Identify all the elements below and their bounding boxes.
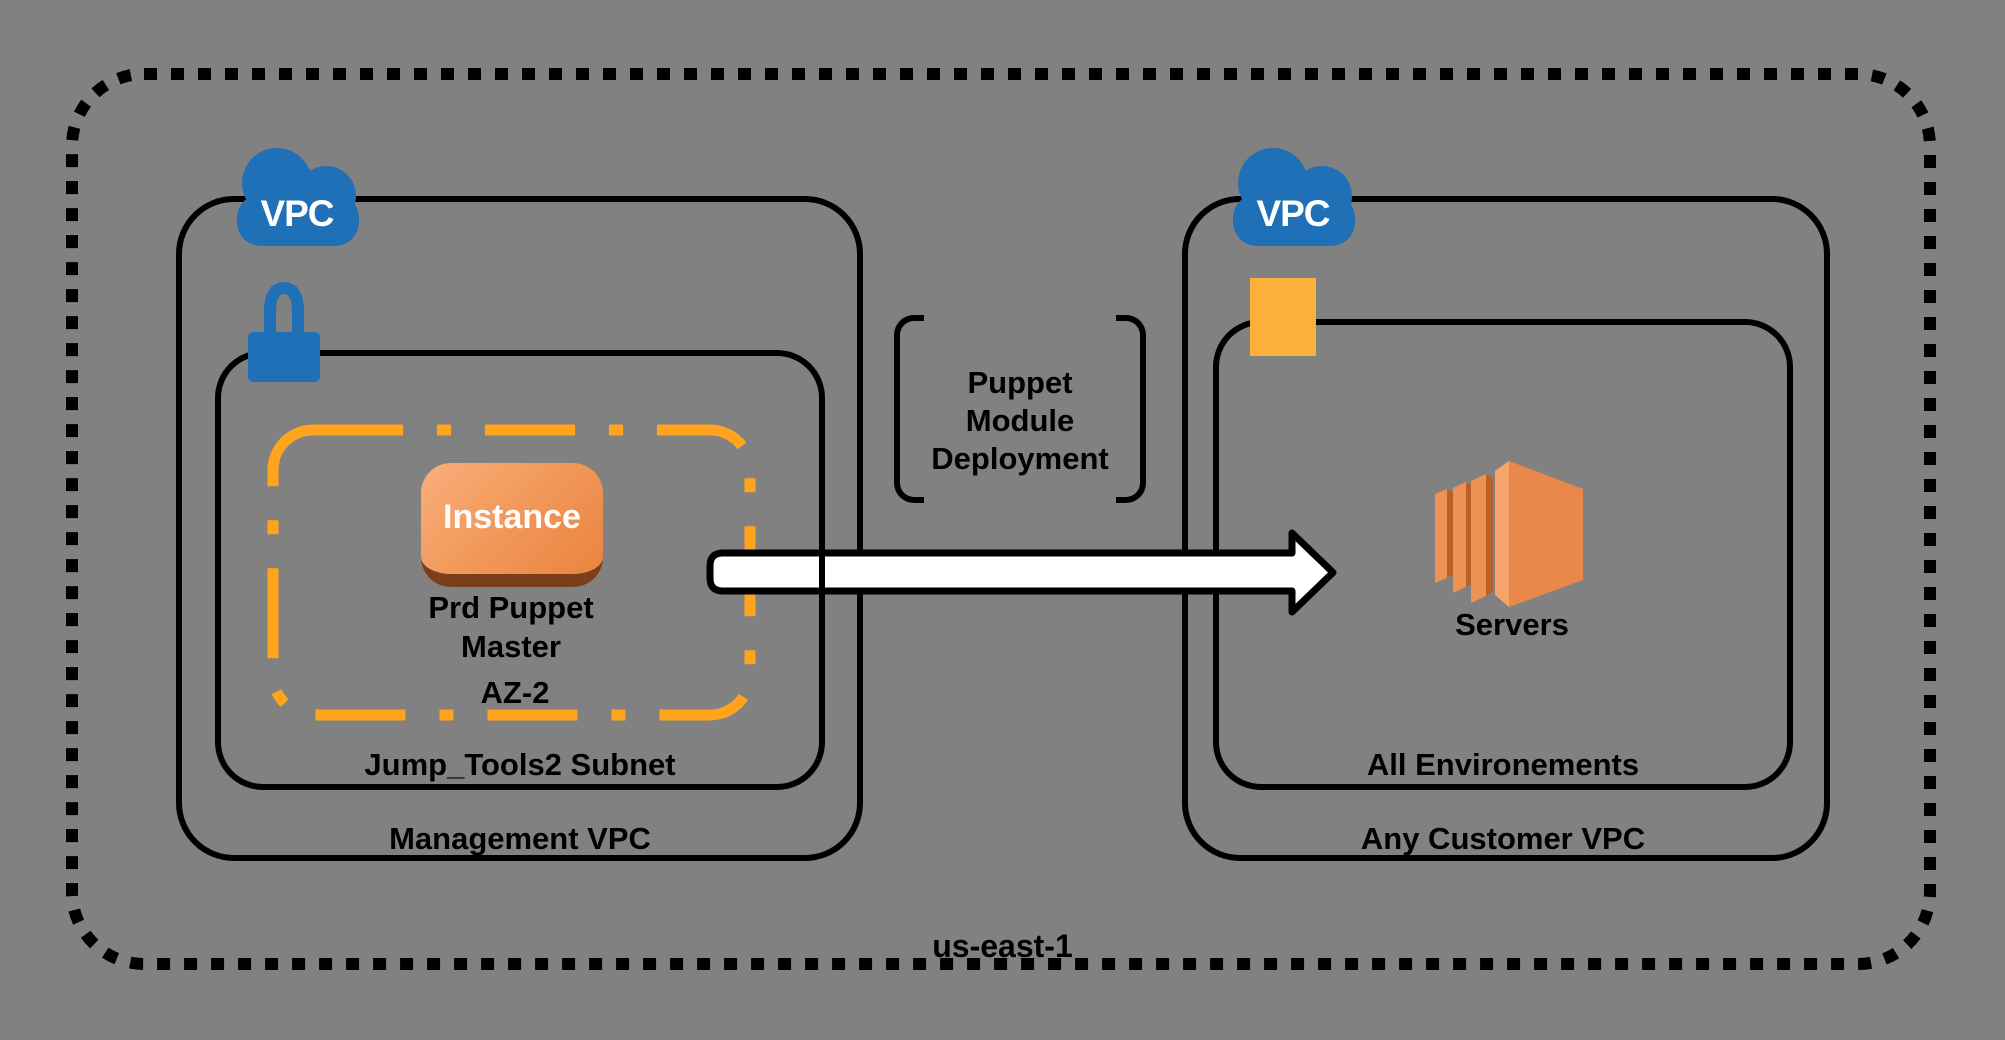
deployment-label-line1: Puppet — [967, 365, 1073, 400]
instance-caption-line2: Master — [461, 629, 561, 664]
instance-caption: Prd Puppet Master — [391, 588, 631, 666]
lock-icon — [248, 282, 320, 382]
vpc-cloud-label: VPC — [260, 193, 333, 234]
customer-vpc-box — [1182, 196, 1830, 861]
instance-label: Instance — [443, 498, 581, 536]
subnet-square-icon — [1250, 278, 1316, 356]
vpc-cloud-icon: VPC — [237, 148, 359, 246]
deployment-label: Puppet Module Deployment — [920, 364, 1120, 478]
subnet-box — [215, 350, 825, 790]
instance-caption-line1: Prd Puppet — [428, 590, 594, 625]
subnet-label: Jump_Tools2 Subnet — [364, 747, 676, 782]
servers-icon — [1435, 461, 1583, 607]
region-boundary — [66, 68, 1936, 970]
vpc-cloud-icon: VPC — [1233, 148, 1355, 246]
customer-vpc-label: Any Customer VPC — [1360, 821, 1646, 856]
environment-label: All Environements — [1366, 747, 1640, 782]
servers-label: Servers — [1455, 607, 1569, 642]
instance-box: Instance — [421, 463, 603, 587]
deployment-label-line2: Module — [965, 403, 1075, 438]
region-label: us-east-1 — [932, 928, 1073, 964]
management-vpc-box — [176, 196, 863, 861]
availability-zone-label: AZ-2 — [480, 675, 550, 710]
flow-arrow-icon — [706, 529, 1337, 616]
management-vpc-label: Management VPC — [389, 821, 651, 856]
deployment-label-line3: Deployment — [931, 441, 1109, 476]
vpc-cloud-label: VPC — [1256, 193, 1329, 234]
deployment-bracket-left — [894, 315, 924, 503]
deployment-bracket-right — [1116, 315, 1146, 503]
